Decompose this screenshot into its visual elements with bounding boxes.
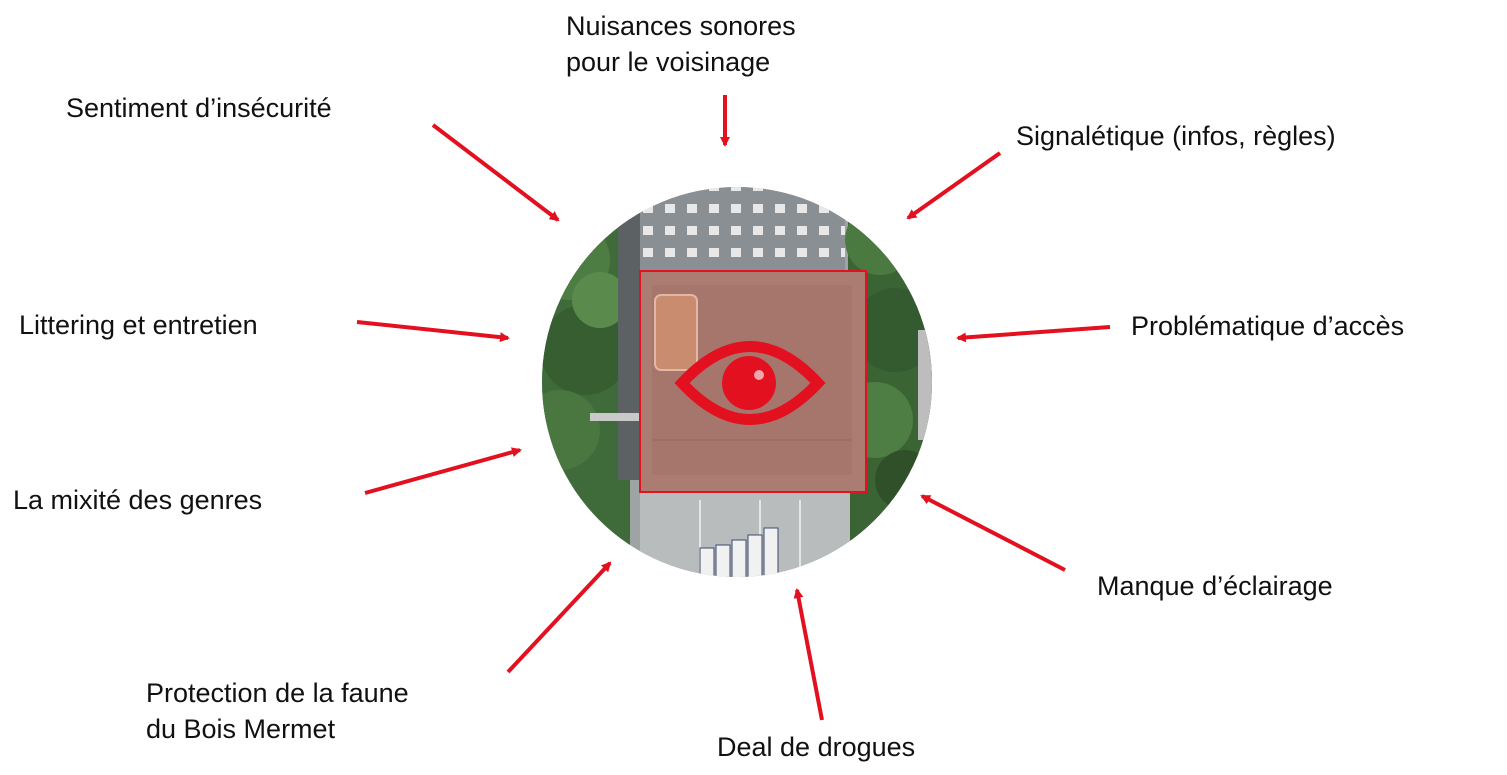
label-deal: Deal de drogues	[717, 732, 916, 762]
arrow-faune	[506, 561, 612, 674]
arrow-acces	[956, 325, 1111, 343]
label-signaletique: Signalétique (infos, règles)	[1016, 121, 1336, 151]
label-eclairage: Manque d’éclairage	[1097, 571, 1333, 601]
arrow-mixite	[364, 447, 522, 495]
label-insecurite: Sentiment d’insécurité	[66, 93, 332, 123]
arrow-deal	[793, 588, 824, 721]
arrow-insecurite	[431, 123, 560, 222]
label-littering: Littering et entretien	[19, 310, 258, 340]
arrow-signaletique	[906, 151, 1002, 220]
eye-icon	[674, 341, 826, 425]
label-mixite: La mixité des genres	[13, 485, 263, 515]
label-acces: Problématique d’accès	[1131, 311, 1405, 341]
label-faune: Protection de la faune du Bois Mermet	[146, 678, 409, 744]
label-nuisances: Nuisances sonores pour le voisinage	[566, 11, 796, 77]
arrow-eclairage	[920, 494, 1066, 572]
arrow-littering	[356, 320, 510, 343]
parking-top	[640, 187, 845, 275]
